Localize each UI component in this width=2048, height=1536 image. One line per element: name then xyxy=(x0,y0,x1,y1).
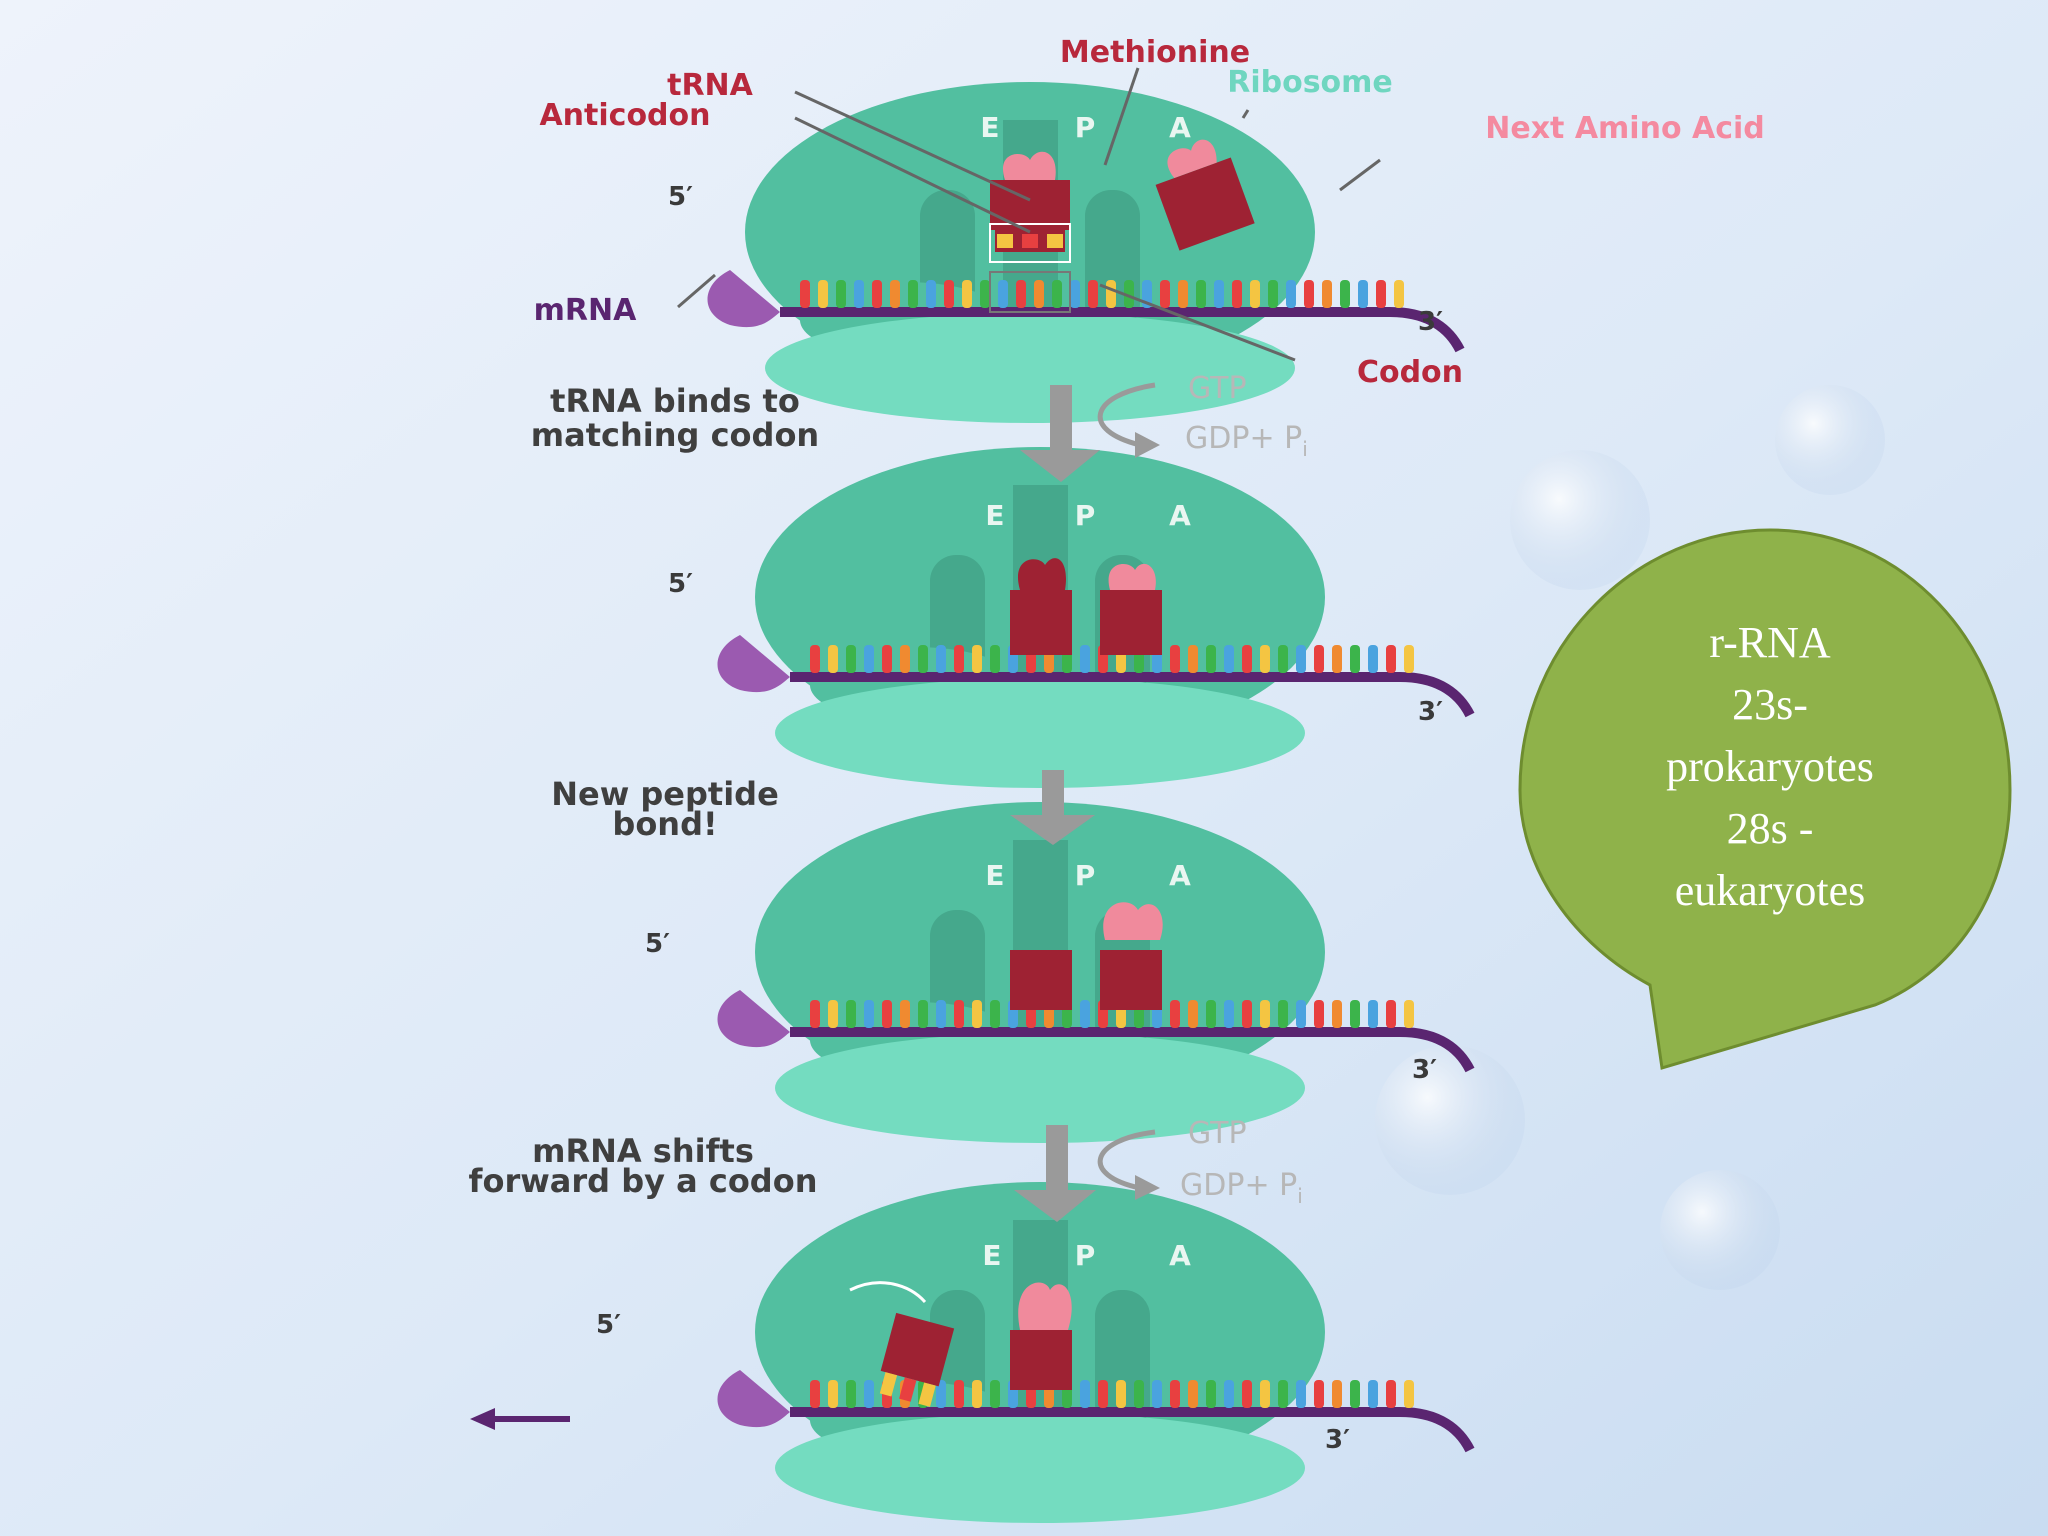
component-labels: Methionine Ribosome tRNA Anticodon Next … xyxy=(534,35,1765,390)
step-arrow-3 xyxy=(1014,1125,1160,1222)
svg-text:5′: 5′ xyxy=(645,929,670,959)
methionine-label: Methionine xyxy=(1060,35,1250,70)
site-e-label: E xyxy=(980,111,999,144)
rrna-callout-text: r-RNA 23s- prokaryotes 28s - eukaryotes xyxy=(1570,612,1970,922)
trna-a-site xyxy=(1100,563,1162,655)
panel-4 xyxy=(718,1182,1471,1523)
end-labels: 5′ 3′ 5′ 3′ 5′ 3′ 5′ 3′ xyxy=(596,182,1443,1455)
callout-line-4: 28s - xyxy=(1726,804,1814,853)
step3-line2: forward by a codon xyxy=(469,1162,818,1200)
trna-label: tRNA xyxy=(667,68,754,103)
svg-text:P: P xyxy=(1075,859,1096,892)
mrna-bases xyxy=(800,280,1404,308)
svg-text:GTP: GTP xyxy=(1188,1116,1247,1151)
svg-text:E: E xyxy=(982,1239,1001,1272)
site-p-label: P xyxy=(1075,111,1096,144)
step1-line1: tRNA binds to xyxy=(550,382,800,420)
callout-line-5: eukaryotes xyxy=(1674,866,1866,915)
energy-labels: GTP GDP+ Pi GTP GDP+ Pi xyxy=(1180,371,1308,1208)
step1-line2: matching codon xyxy=(531,416,819,454)
gtp-label: GTP xyxy=(1188,371,1247,406)
trna-p-site xyxy=(1010,1282,1072,1390)
next-amino-acid-label: Next Amino Acid xyxy=(1485,111,1765,146)
decorative-orb xyxy=(1375,1045,1525,1195)
svg-text:P: P xyxy=(1075,499,1096,532)
callout-line-3: prokaryotes xyxy=(1666,742,1874,791)
step2-line2: bond! xyxy=(612,805,717,843)
svg-text:3′: 3′ xyxy=(1325,1425,1350,1455)
five-prime-label: 5′ xyxy=(668,182,693,212)
exiting-trna xyxy=(879,1312,955,1407)
svg-text:P: P xyxy=(1075,1239,1096,1272)
gdp-pi-label: GDP+ Pi xyxy=(1185,421,1308,461)
mrna-label: mRNA xyxy=(534,293,637,328)
trna-p-site xyxy=(1010,950,1072,1010)
label-leader-lines xyxy=(677,67,1381,362)
panel-2 xyxy=(718,447,1471,788)
peptide-chain xyxy=(1103,902,1163,940)
svg-text:5′: 5′ xyxy=(668,569,693,599)
ribosome-label: Ribosome xyxy=(1227,65,1393,100)
mrna-bases xyxy=(810,1000,1414,1028)
site-labels: E P A E P A E P A E P A xyxy=(980,111,1191,1272)
svg-text:3′: 3′ xyxy=(1412,1055,1437,1085)
codon-label: Codon xyxy=(1357,355,1463,390)
svg-text:E: E xyxy=(985,499,1004,532)
site-a-label: A xyxy=(1169,111,1191,144)
svg-text:GDP+ Pi: GDP+ Pi xyxy=(1180,1168,1303,1208)
decorative-orb xyxy=(1510,450,1650,590)
anticodon-label: Anticodon xyxy=(539,98,710,133)
step-arrow-1 xyxy=(1020,382,1160,482)
rrna-callout-bubble xyxy=(1518,528,2012,1070)
mrna-direction-arrow xyxy=(470,1408,570,1430)
trna-p-site xyxy=(1010,558,1072,655)
callout-line-1: r-RNA xyxy=(1709,618,1831,667)
trna-p-site xyxy=(990,151,1070,252)
mrna-bases xyxy=(810,645,1414,673)
step-arrow-2 xyxy=(1010,770,1095,845)
svg-text:E: E xyxy=(985,859,1004,892)
three-prime-label: 3′ xyxy=(1418,307,1443,337)
trna-a-site xyxy=(1100,902,1163,1010)
incoming-trna xyxy=(1155,139,1255,251)
callout-line-2: 23s- xyxy=(1732,680,1808,729)
svg-text:A: A xyxy=(1169,1239,1191,1272)
svg-text:A: A xyxy=(1169,859,1191,892)
panel-1 xyxy=(708,82,1461,423)
step-descriptions: tRNA binds to matching codon New peptide… xyxy=(469,382,820,1200)
decorative-orb xyxy=(1775,385,1885,495)
decorative-orb xyxy=(1660,1170,1780,1290)
next-amino-acid xyxy=(1167,139,1217,179)
step2-line1: New peptide xyxy=(551,775,779,813)
svg-text:3′: 3′ xyxy=(1418,697,1443,727)
panel-3 xyxy=(718,802,1471,1143)
methionine-amino-acid xyxy=(1002,151,1056,180)
svg-text:A: A xyxy=(1169,499,1191,532)
step3-line1: mRNA shifts xyxy=(532,1132,754,1170)
svg-text:5′: 5′ xyxy=(596,1310,621,1340)
